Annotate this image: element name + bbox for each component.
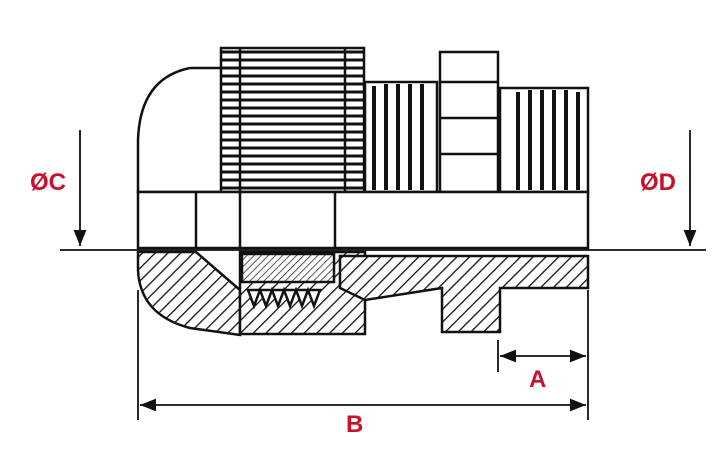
- internal-teeth: [246, 286, 322, 310]
- lower-section: [136, 250, 590, 337]
- seal-insert: [240, 252, 336, 284]
- dome-cap: [136, 66, 224, 194]
- dimension-lines: [60, 130, 706, 420]
- upper-body-outline: [136, 46, 590, 194]
- thread-ribs: [372, 84, 580, 190]
- sectioned-body: [338, 254, 590, 334]
- sectioned-cap: [136, 250, 242, 337]
- knurled-nut: [219, 46, 366, 194]
- hex-body: [438, 50, 500, 194]
- diameter-c-label: ØC: [30, 169, 66, 196]
- middle-thread: [363, 80, 439, 194]
- length-a-label: A: [529, 366, 547, 393]
- length-b-label: B: [346, 411, 364, 438]
- center-band: [136, 190, 590, 250]
- diameter-d-label: ØD: [640, 169, 676, 196]
